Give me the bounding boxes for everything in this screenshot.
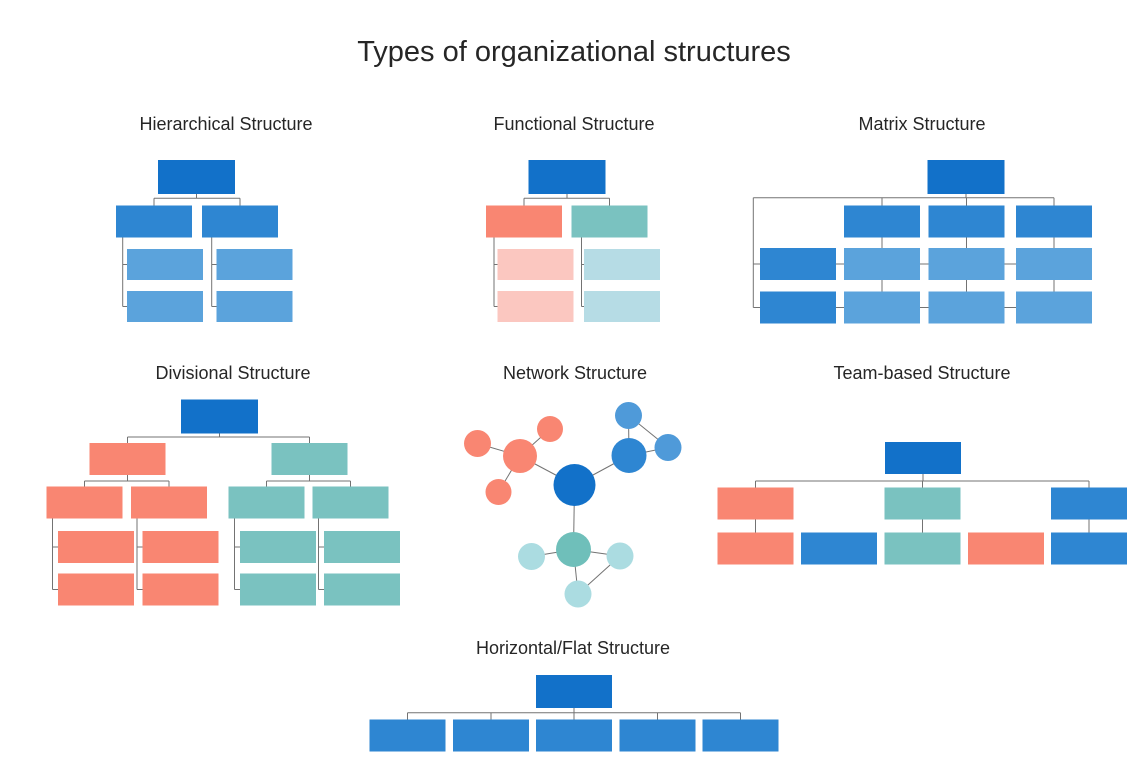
network-node (553, 464, 596, 506)
org-box (528, 160, 606, 194)
diagram-label-network: Network Structure (502, 363, 648, 383)
network-node (611, 438, 647, 473)
org-box (127, 249, 203, 280)
org-box (89, 443, 166, 475)
org-box (928, 248, 1005, 280)
diagram-label-functional: Functional Structure (493, 114, 655, 134)
diagram-label-team-based: Team-based Structure (833, 363, 1011, 383)
org-box (884, 532, 961, 565)
network-node (464, 430, 491, 457)
network-node (503, 439, 537, 473)
org-box (760, 248, 836, 280)
org-box (497, 291, 574, 322)
org-box (181, 399, 258, 434)
org-box (46, 486, 123, 519)
org-box (717, 487, 794, 520)
org-box (1016, 291, 1092, 324)
network-node (556, 532, 591, 567)
org-box (844, 291, 920, 324)
org-box (142, 573, 219, 606)
org-box (1051, 487, 1127, 520)
org-box (453, 719, 529, 752)
diagram-label-hierarchical: Hierarchical Structure (139, 114, 313, 134)
org-box (1051, 532, 1127, 565)
org-box (927, 160, 1005, 194)
diagram-team-based (717, 442, 1127, 565)
network-node (485, 479, 512, 505)
network-node (615, 402, 642, 429)
org-box (312, 486, 389, 519)
org-box (116, 205, 192, 238)
org-box (928, 205, 1005, 238)
diagram-label-matrix: Matrix Structure (858, 114, 986, 134)
org-box (801, 532, 877, 565)
org-box (760, 291, 836, 324)
org-box (324, 573, 400, 606)
org-box (885, 442, 961, 474)
org-box (497, 249, 574, 280)
diagram-matrix (752, 160, 1092, 324)
network-node (564, 580, 592, 608)
diagram-label-divisional: Divisional Structure (155, 363, 311, 383)
org-box (968, 532, 1044, 565)
org-box (584, 291, 660, 322)
org-box (58, 573, 134, 606)
diagram-hierarchical (116, 160, 293, 322)
org-box (240, 573, 316, 606)
network-node (518, 543, 545, 570)
org-box (928, 291, 1005, 324)
org-box (486, 205, 562, 238)
page-title: Types of organizational structures (357, 36, 791, 68)
org-box (131, 486, 207, 519)
org-box (619, 719, 696, 752)
org-box (142, 531, 219, 563)
org-box (158, 160, 235, 194)
org-box (271, 443, 348, 475)
org-box (240, 531, 316, 563)
org-box (216, 291, 293, 322)
org-box (216, 249, 293, 280)
org-box (202, 205, 278, 238)
org-box (536, 675, 612, 708)
org-box (844, 205, 920, 238)
diagram-label-horizontal-flat: Horizontal/Flat Structure (475, 638, 671, 658)
org-box (1016, 205, 1092, 238)
org-box (702, 719, 779, 752)
org-box (127, 291, 203, 322)
org-box (844, 248, 920, 280)
org-box (228, 486, 305, 519)
org-box (536, 719, 612, 752)
org-box (571, 205, 648, 238)
network-node (654, 434, 682, 461)
diagram-divisional (46, 399, 400, 606)
diagram-network (464, 402, 682, 608)
network-node (606, 542, 634, 570)
network-node (537, 416, 563, 442)
diagram-functional (486, 160, 660, 322)
org-box (369, 719, 446, 752)
org-box (884, 487, 961, 520)
org-box (584, 249, 660, 280)
diagram-horizontal-flat (369, 675, 779, 752)
org-box (1016, 248, 1092, 280)
org-box (717, 532, 794, 565)
org-box (324, 531, 400, 563)
org-box (58, 531, 134, 563)
